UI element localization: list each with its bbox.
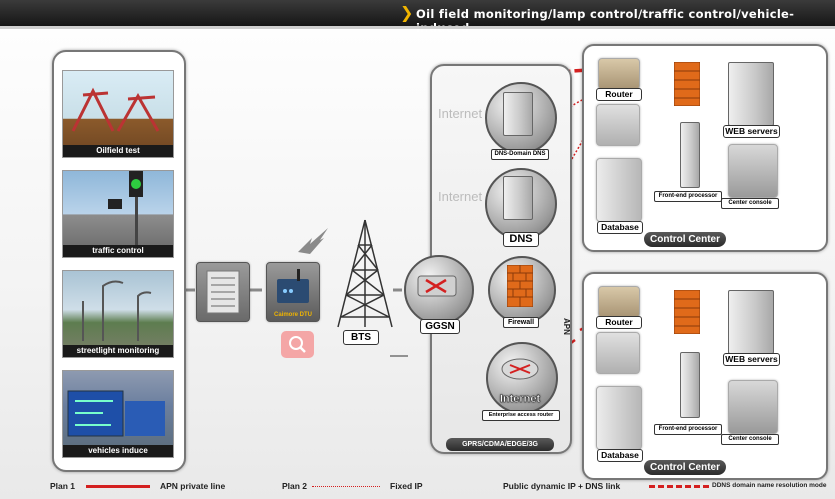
ggsn-label: GGSN [420, 319, 460, 334]
legend-public: Public dynamic IP + DNS link [503, 481, 621, 491]
router-label: Router [596, 316, 642, 329]
enterprise-router-icon [501, 358, 539, 380]
control-center-title: Control Center [644, 460, 726, 475]
photo-traffic: traffic control [62, 170, 174, 258]
printer-icon [596, 332, 640, 374]
console-icon [728, 144, 778, 198]
photo-oilfield: Oilfield test [62, 70, 174, 158]
legend-fixed: Fixed IP [390, 481, 423, 491]
front-end-processor-icon [680, 352, 700, 418]
firewall-label: Firewall [503, 317, 539, 328]
photo-caption: traffic control [63, 245, 173, 257]
chevron-right-icon: ❯ [400, 3, 414, 22]
legend-plan1: Plan 1 [50, 481, 76, 491]
console-icon [728, 380, 778, 434]
header-bar: ❯ Oil field monitoring/lamp control/traf… [0, 0, 835, 35]
legend-plan2: Plan 2 [282, 481, 308, 491]
web-server-icon [728, 62, 774, 126]
bts-tower-icon [337, 219, 393, 328]
legend-solid-line [86, 485, 150, 488]
dns-domain-label: DNS-Domain DNS [491, 149, 549, 160]
center-console-label: Center console [721, 434, 779, 445]
photo-caption: Oilfield test [63, 145, 173, 157]
database-icon [596, 158, 642, 222]
internet-watermark: Internet [438, 106, 483, 121]
printer-icon [596, 104, 640, 146]
front-end-processor-icon [680, 122, 700, 188]
web-servers-label: WEB servers [723, 353, 780, 366]
center-console-label: Center console [721, 198, 779, 209]
photo-streetlight: streetlight monitoring [62, 270, 174, 358]
legend-ddns: DDNS domain name resolution mode [712, 482, 827, 489]
router-label: Router [596, 88, 642, 101]
firewall-icon [674, 290, 700, 334]
search-icon[interactable] [281, 331, 314, 358]
legend-dotted-line [312, 486, 380, 487]
legend-apn: APN private line [160, 481, 226, 491]
enterprise-router-label: Enterprise access router [482, 410, 560, 421]
apn-label: APN [562, 318, 571, 335]
bts-label: BTS [343, 330, 379, 345]
legend-dashed-line [649, 485, 709, 488]
router-icon [598, 58, 640, 90]
internet-label: Internet [499, 393, 541, 405]
web-server-icon [728, 290, 774, 354]
router-icon [598, 286, 640, 318]
firewall-icon [507, 265, 533, 307]
firewall-icon [674, 62, 700, 106]
rtu-device [196, 262, 250, 322]
database-label: Database [597, 449, 643, 462]
ggsn-router-icon [417, 275, 457, 297]
control-center-title: Control Center [644, 232, 726, 247]
front-end-processor-label: Front-end processor [654, 191, 722, 202]
front-end-processor-label: Front-end processor [654, 424, 722, 435]
dns-label: DNS [503, 232, 539, 247]
wireless-signal-icon [298, 228, 328, 254]
dtu-label: Caimore DTU [273, 312, 312, 318]
internet-watermark: Internet [438, 189, 483, 204]
dtu-device: Caimore DTU [266, 262, 320, 322]
database-label: Database [597, 221, 643, 234]
photo-caption: vehicles induce [63, 445, 173, 457]
server-icon [503, 176, 533, 220]
photo-vehicles: vehicles induce [62, 370, 174, 458]
web-servers-label: WEB servers [723, 125, 780, 138]
server-icon [503, 92, 533, 136]
database-icon [596, 386, 642, 450]
photo-caption: streetlight monitoring [63, 345, 173, 357]
network-footer-label: GPRS/CDMA/EDGE/3G [446, 438, 554, 451]
header-underline [0, 26, 835, 29]
